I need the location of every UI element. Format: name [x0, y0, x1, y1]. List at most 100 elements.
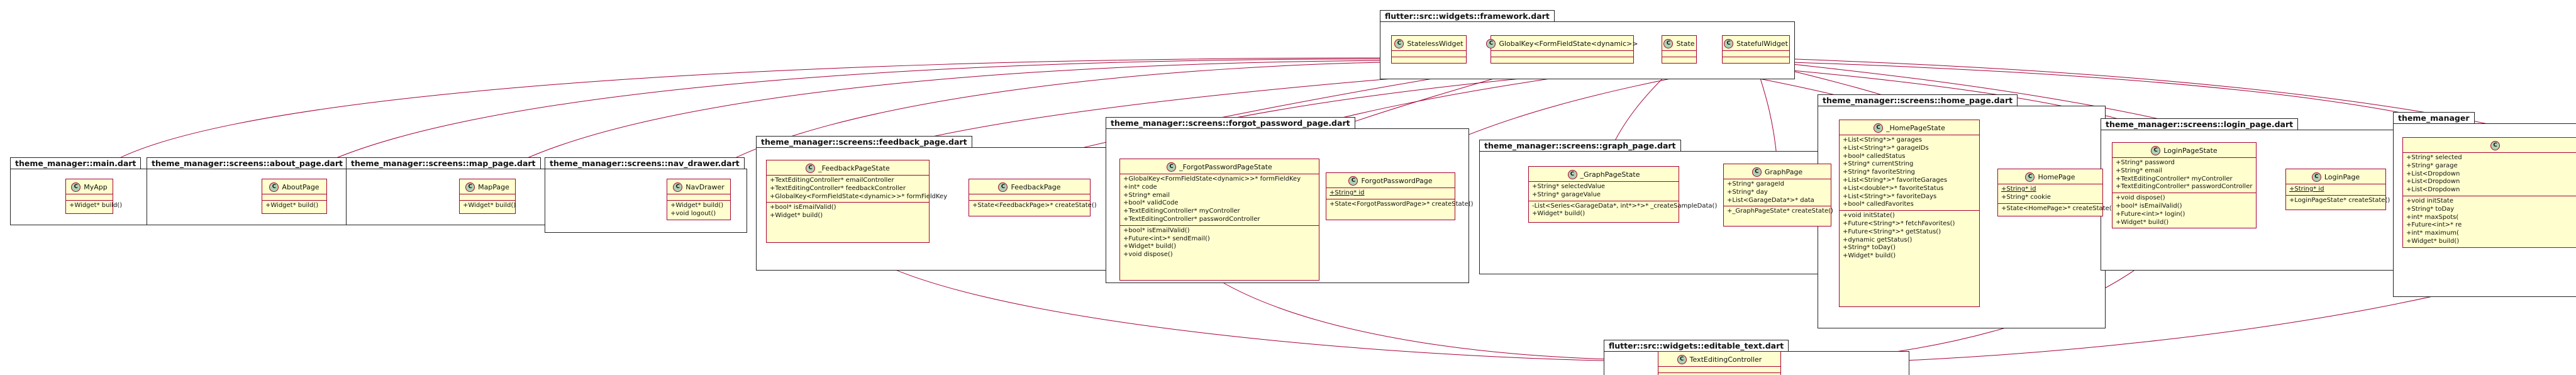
class-field: +bool* validCode	[1123, 199, 1179, 207]
class-field: +List<Dropdown	[2406, 186, 2460, 194]
class-method: +Widget* build()	[265, 202, 319, 209]
class-fields	[1723, 51, 1789, 57]
class-method: +Future<int>* re	[2406, 221, 2462, 229]
class-field: +TextEditingController* emailController	[770, 177, 894, 184]
class-name: NavDrawer	[686, 182, 724, 191]
package-frame	[346, 169, 546, 225]
class-fields: +String* password+String* email+TextEdit…	[2112, 158, 2256, 194]
class-fields: +GlobalKey<FormFieldState<dynamic>>* for…	[1120, 174, 1319, 226]
class-header: C_ForgotPasswordPageState	[1120, 159, 1319, 174]
class-field: +String* currentString	[1843, 160, 1914, 168]
package-title: flutter::src::widgets::framework.dart	[1380, 10, 1555, 21]
class-homepagestate[interactable]: C_HomePageState+List<String*>* garages+L…	[1839, 120, 1980, 307]
class-field: +TextEditingController* feedbackControll…	[770, 184, 906, 192]
class-method: +Widget* build()	[2406, 237, 2460, 245]
class-name: State	[1676, 39, 1695, 48]
class-nextstate[interactable]: C+String* selected+String* garage+List<D…	[2402, 137, 2576, 248]
class-name: StatelessWidget	[1407, 39, 1463, 48]
class-name: _GraphPageState	[1580, 170, 1640, 179]
class-field: +String* garageId	[1727, 181, 1784, 188]
package-about: theme_manager::screens::about_page.dart	[147, 157, 349, 225]
class-method: +int* maximum(	[2406, 230, 2459, 237]
class-graphpagestate[interactable]: C_GraphPageState+String* selectedValue+S…	[1528, 166, 1717, 223]
package-title: theme_manager::screens::feedback_page.da…	[756, 136, 972, 147]
class-method: +Widget* build()	[1843, 252, 1896, 260]
class-name: _HomePageState	[1886, 123, 1945, 132]
class-fields	[1491, 51, 1633, 57]
package-title: theme_manager::screens::map_page.dart	[346, 157, 541, 169]
class-method: +void dispose()	[2116, 194, 2165, 202]
class-methods: +void dispose()+bool* isEmailValid()+Fut…	[2112, 193, 2256, 228]
class-circle-icon: C	[1348, 176, 1358, 186]
edge-myapp-statelesswidget	[89, 57, 1423, 179]
package-title: theme_manager	[2393, 112, 2475, 123]
class-forgotpasswordpagestate[interactable]: C_ForgotPasswordPageState+GlobalKey<Form…	[1119, 159, 1319, 281]
class-field: +List<String*>* favoriteDays	[1843, 193, 1937, 200]
class-method: +Widget* build()	[770, 212, 823, 220]
class-circle-icon: C	[465, 182, 475, 192]
class-fields	[1392, 51, 1466, 57]
class-methods	[1392, 57, 1466, 63]
edge-feedbackstate-texteditingcontroller	[847, 242, 1658, 362]
class-methods: +bool* isEmailValid()+Widget* build()	[767, 203, 929, 221]
class-name: LoginPage	[2324, 172, 2360, 181]
class-field: +GlobalKey<FormFieldState<dynamic>>* for…	[770, 193, 948, 200]
class-method: +Widget* build()	[2116, 218, 2169, 226]
class-methods: +State<FeedbackPage>* createState()	[969, 201, 1097, 211]
class-field: +List<String*>* garages	[1843, 137, 1923, 143]
package-title: theme_manager::screens::nav_drawer.dart	[545, 157, 745, 169]
class-header: C_FeedbackPageState	[767, 160, 929, 176]
class-fields: +String* id+String* cookie	[1998, 184, 2102, 204]
class-field: +List<double*>* favoriteStatus	[1843, 184, 1944, 192]
class-name: GraphPage	[1764, 167, 1803, 176]
package-title: theme_manager::screens::forgot_password_…	[1106, 117, 1355, 128]
class-methods: +void initState()+Future<String*>* fetch…	[1840, 211, 1979, 262]
class-method: +State<HomePage>* createState()	[2001, 204, 2114, 212]
class-method: +void logout()	[670, 210, 716, 217]
class-field: +String* email	[1123, 191, 1170, 199]
class-fields	[1662, 51, 1696, 57]
class-method: +Widget* build()	[69, 202, 123, 209]
class-methods: +_GraphPageState* createState()	[1724, 206, 1833, 217]
class-fields	[667, 194, 730, 201]
class-methods: +Widget* build()	[262, 201, 326, 211]
class-fields	[460, 194, 515, 201]
class-name: TextEditingController	[1689, 355, 1762, 364]
class-circle-icon: C	[1567, 169, 1577, 179]
class-methods	[1723, 57, 1789, 63]
class-circle-icon: C	[1663, 38, 1674, 48]
class-field: +int* code	[1123, 183, 1157, 191]
class-methods: +bool* isEmailValid()+Future<int>* sendE…	[1120, 226, 1319, 260]
class-field: +TextEditingController* passwordControll…	[2116, 183, 2253, 191]
class-field: +String* password	[2116, 159, 2175, 166]
class-circle-icon: C	[71, 182, 81, 192]
class-circle-icon: C	[1167, 162, 1177, 172]
class-fields: +List<String*>* garages+List<String*>* g…	[1840, 135, 1979, 211]
class-method: +bool* isEmailValid()	[1123, 227, 1190, 234]
class-method: +void initState	[2406, 197, 2454, 204]
class-circle-icon: C	[1874, 123, 1884, 133]
class-method: +void initState()	[1843, 212, 1895, 220]
class-feedbackpagestate[interactable]: C_FeedbackPageState+TextEditingControlle…	[766, 160, 948, 243]
class-circle-icon: C	[2490, 140, 2500, 150]
